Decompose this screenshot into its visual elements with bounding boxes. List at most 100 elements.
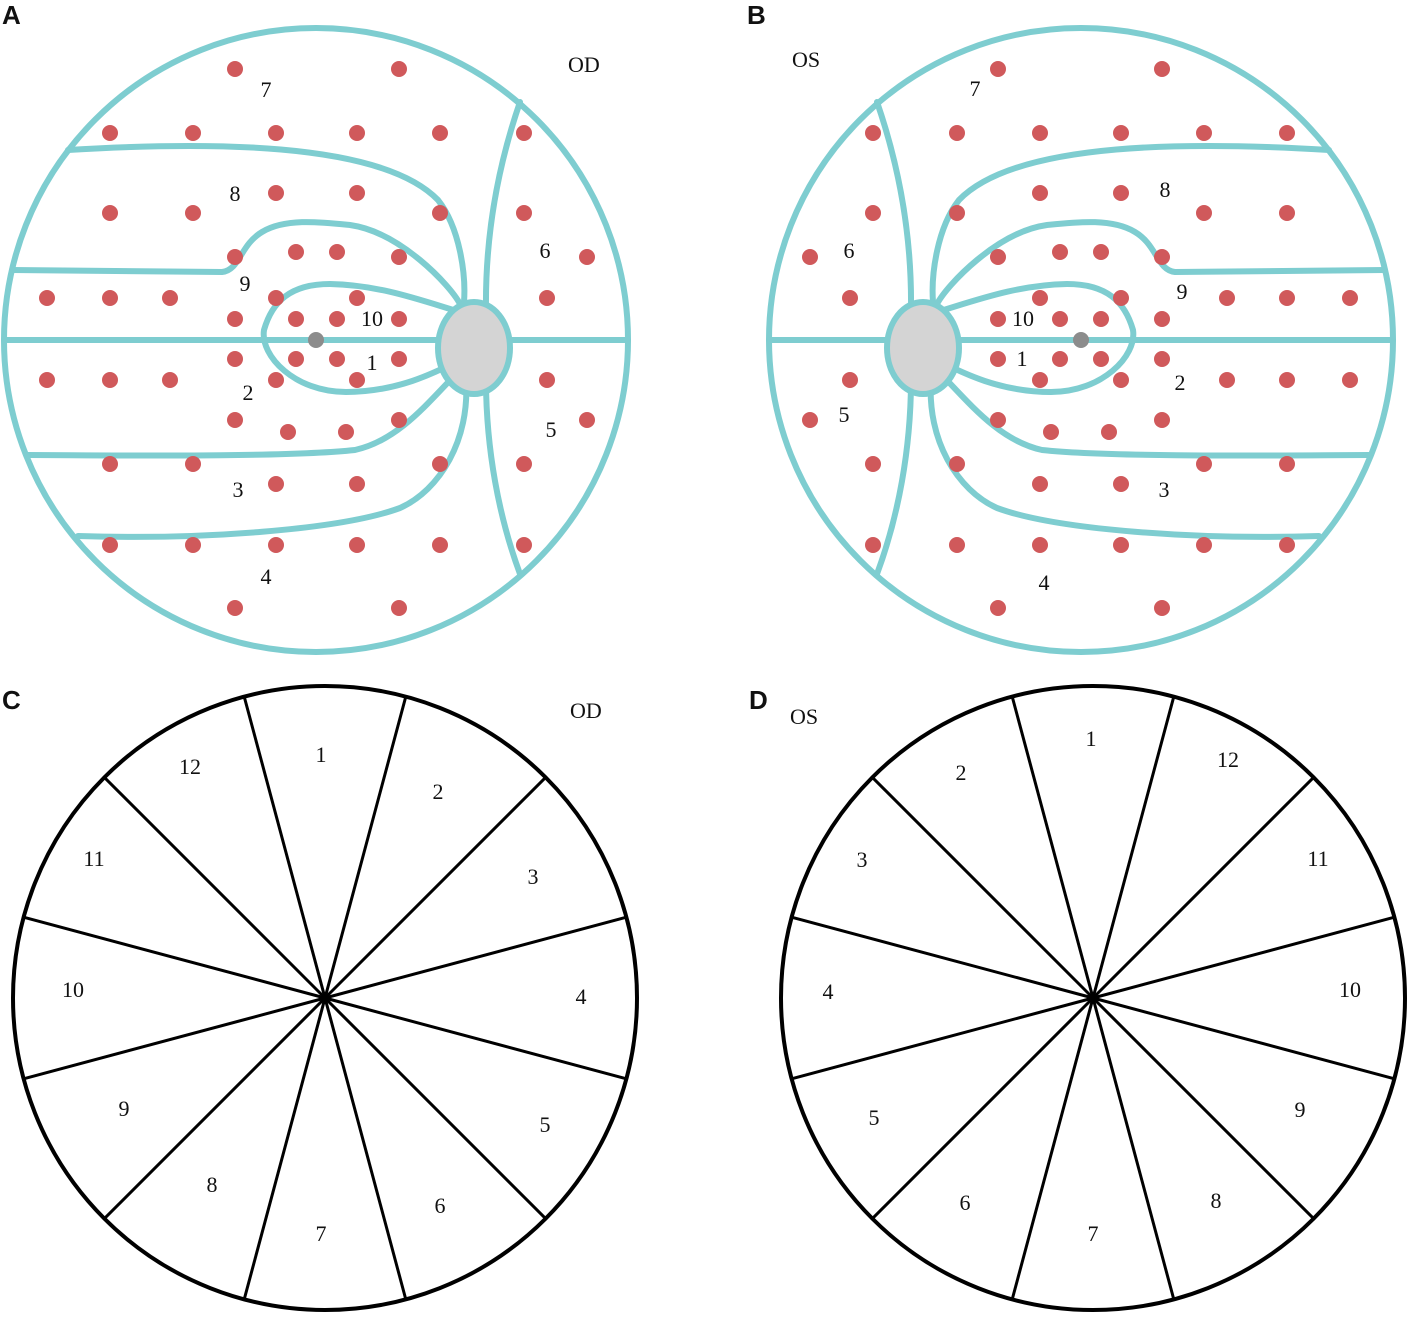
region-labels: 1 2 3 4 5 6 7 8 9 10: [839, 76, 1188, 595]
test-point: [1032, 476, 1048, 492]
sector-label-2: 2: [956, 760, 967, 785]
panel-b: B OS 1 2 3 4 5 6 7 8 9 10: [747, 0, 1396, 655]
test-point: [288, 311, 304, 327]
test-point: [349, 185, 365, 201]
sector-line: [1091, 776, 1315, 1000]
sector-line: [1091, 997, 1176, 1300]
region-label-4: 4: [1039, 570, 1050, 595]
test-point: [949, 125, 965, 141]
test-point: [1196, 125, 1212, 141]
test-point: [432, 537, 448, 553]
region-label-6: 6: [540, 238, 551, 263]
nerve-fiber-lines: [1, 25, 631, 655]
sector-line: [323, 776, 547, 1000]
test-point: [579, 412, 595, 428]
test-point: [1219, 372, 1235, 388]
test-point: [432, 205, 448, 221]
test-point: [268, 290, 284, 306]
test-point: [338, 424, 354, 440]
test-point: [802, 249, 818, 265]
sector-line: [242, 696, 327, 999]
test-point: [949, 537, 965, 553]
test-point: [280, 424, 296, 440]
test-point: [102, 205, 118, 221]
region-label-1: 1: [1017, 346, 1028, 371]
test-point: [1279, 456, 1295, 472]
region-label-2: 2: [243, 380, 254, 405]
test-point: [865, 456, 881, 472]
test-point: [349, 372, 365, 388]
sector-label-8: 8: [1211, 1188, 1222, 1213]
fovea: [1073, 332, 1089, 348]
test-point: [1279, 205, 1295, 221]
test-point: [1342, 290, 1358, 306]
sector-line: [323, 696, 408, 999]
optic-disc: [884, 299, 962, 397]
test-point: [349, 290, 365, 306]
test-point: [1093, 311, 1109, 327]
test-point: [990, 351, 1006, 367]
sector-label-4: 4: [823, 979, 834, 1004]
sector-label-5: 5: [540, 1112, 551, 1137]
test-point: [1113, 537, 1129, 553]
test-point: [39, 372, 55, 388]
region-label-8: 8: [230, 181, 241, 206]
test-point: [185, 537, 201, 553]
test-point: [102, 537, 118, 553]
eye-label-od: OD: [568, 52, 600, 77]
region-label-9: 9: [240, 271, 251, 296]
test-point: [865, 537, 881, 553]
sector-line: [791, 996, 1094, 1081]
sector-label-2: 2: [433, 779, 444, 804]
test-point: [1279, 125, 1295, 141]
test-point: [1154, 249, 1170, 265]
sector-line: [1092, 915, 1395, 1000]
test-point: [1154, 412, 1170, 428]
sector-line: [1010, 696, 1095, 999]
region-label-2: 2: [1175, 370, 1186, 395]
sector-label-10: 10: [62, 977, 84, 1002]
test-point: [516, 537, 532, 553]
test-point: [865, 125, 881, 141]
test-point: [288, 244, 304, 260]
eye-label-od: OD: [570, 698, 602, 723]
test-point: [329, 351, 345, 367]
test-point: [1032, 372, 1048, 388]
panel-a: A OD 1 2 3 4 5 6 7 8 9 10: [1, 0, 631, 655]
test-point: [268, 125, 284, 141]
test-point: [288, 351, 304, 367]
test-point: [1052, 311, 1068, 327]
test-point: [1043, 424, 1059, 440]
test-point: [1154, 351, 1170, 367]
test-point: [842, 372, 858, 388]
test-point: [162, 372, 178, 388]
sector-label-1: 1: [1086, 726, 1097, 751]
panel-letter-a: A: [2, 0, 21, 30]
sector-labels: 1 2 3 4 5 6 7 8 9 10 11 12: [823, 726, 1362, 1246]
test-point: [349, 537, 365, 553]
sector-line: [324, 996, 627, 1081]
test-point: [1052, 244, 1068, 260]
test-point: [391, 351, 407, 367]
sector-label-9: 9: [1295, 1097, 1306, 1122]
test-point: [227, 412, 243, 428]
test-point: [949, 456, 965, 472]
sector-line: [871, 996, 1095, 1220]
region-label-8: 8: [1160, 177, 1171, 202]
nerve-fiber-lines: [766, 25, 1396, 655]
sector-label-10: 10: [1339, 977, 1361, 1002]
region-label-10: 10: [361, 306, 383, 331]
sector-circle: [779, 684, 1407, 1312]
test-point: [227, 311, 243, 327]
test-point: [802, 412, 818, 428]
sector-line: [23, 996, 326, 1081]
test-point: [185, 205, 201, 221]
sector-line: [103, 776, 327, 1000]
sector-lines: [23, 696, 627, 1300]
sector-line: [791, 915, 1094, 1000]
test-point: [227, 249, 243, 265]
sector-lines: [791, 696, 1395, 1300]
test-point: [102, 372, 118, 388]
test-point: [1052, 351, 1068, 367]
